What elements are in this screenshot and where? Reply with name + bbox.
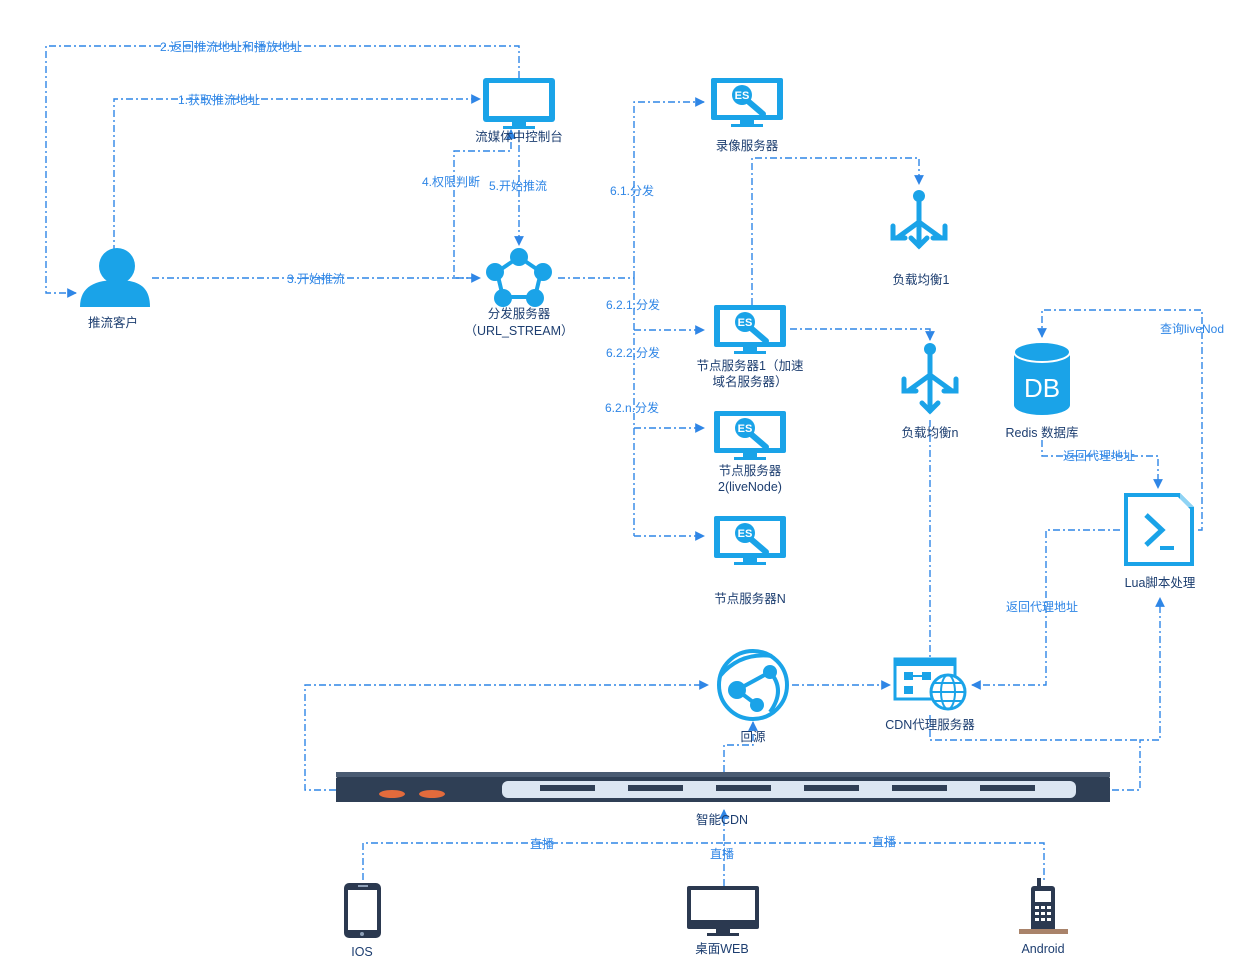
- edge-label-live-android: 直播: [872, 835, 896, 849]
- edge-labels: 2.返回推流地址和播放地址 1.获取推流地址 3.开始推流 4.权限判断 5.开…: [160, 39, 1224, 861]
- edges: [45, 45, 1203, 886]
- desktop-icon: [687, 886, 759, 936]
- svg-text:ES: ES: [738, 317, 753, 329]
- es-monitor-icon: ES: [711, 78, 783, 127]
- node-android: Android: [1019, 878, 1068, 956]
- edge-live-ios: [362, 842, 724, 880]
- edge-label-dispatch-61: 6.1.分发: [610, 183, 654, 198]
- edge-cdn-lua: [1112, 597, 1165, 791]
- label-android: Android: [1021, 942, 1064, 956]
- node-record-server: ES 录像服务器: [711, 78, 783, 153]
- label-server-1-sub: 域名服务器）: [712, 374, 787, 389]
- network-cluster-icon: [486, 248, 552, 307]
- node-smart-cdn: 智能CDN: [336, 772, 1110, 827]
- svg-text:ES: ES: [738, 528, 753, 540]
- edge-label-live-web: 直播: [710, 847, 734, 861]
- edge-live-android: [724, 842, 1045, 880]
- node-dispatcher: 分发服务器 （URL_STREAM）: [464, 248, 574, 338]
- edge-label-dispatch-622: 6.2.2.分发: [606, 345, 660, 360]
- label-dispatcher: 分发服务器: [488, 306, 551, 321]
- edge-label-get-push-address: 1.获取推流地址: [178, 93, 260, 107]
- edge-label-dispatch-621: 6.2.1.分发: [606, 297, 660, 312]
- edge-label-dispatch-62n: 6.2.n.分发: [605, 400, 659, 415]
- label-cdn-proxy: CDN代理服务器: [885, 717, 975, 732]
- monitor-icon: [483, 78, 555, 129]
- user-icon: [80, 248, 150, 307]
- edge-return-addresses: [45, 45, 520, 298]
- cdn-proxy-icon: [893, 657, 967, 711]
- node-console: 流媒体中控制台: [475, 78, 563, 144]
- node-redis: DB Redis 数据库: [1006, 341, 1079, 440]
- label-redis: Redis 数据库: [1006, 425, 1079, 440]
- es-monitor-icon: ES: [714, 516, 786, 565]
- label-console: 流媒体中控制台: [475, 129, 563, 144]
- label-dispatcher-sub: （URL_STREAM）: [464, 324, 573, 338]
- node-lua: Lua脚本处理: [1124, 493, 1196, 590]
- label-lua: Lua脚本处理: [1125, 575, 1196, 590]
- edge-label-query-livenode: 查询liveNod: [1160, 322, 1224, 336]
- edge-node1-lbn: [790, 328, 935, 341]
- load-balancer-icon: [901, 343, 959, 415]
- edge-label-return-proxy-2: 返回代理地址: [1006, 600, 1078, 614]
- node-push-client: 推流客户: [80, 248, 150, 330]
- svg-text:ES: ES: [735, 90, 750, 102]
- node-load-balancer-1: 负载均衡1: [890, 190, 950, 287]
- edge-label-return-proxy-1: 返回代理地址: [1063, 449, 1135, 463]
- edge-label-live-ios: 直播: [530, 837, 554, 851]
- node-ios: IOS: [344, 883, 381, 959]
- database-icon: DB: [1013, 341, 1071, 415]
- edge-cdnproxy-lua: [929, 715, 1140, 741]
- label-server-2-sub: 2(liveNode): [718, 480, 782, 494]
- edge-lua-return-cdnproxy: [971, 529, 1120, 690]
- label-load-balancer-1: 负载均衡1: [893, 273, 950, 287]
- cellphone-icon: [1019, 878, 1068, 934]
- node-server-n: ES 节点服务器N: [714, 516, 786, 606]
- edge-label-return-addresses: 2.返回推流地址和播放地址: [160, 39, 302, 54]
- edge-cdn-origin-left: [304, 680, 709, 791]
- label-origin: 回源: [740, 730, 766, 744]
- node-desktop-web: 桌面WEB: [687, 886, 759, 956]
- es-monitor-icon: ES: [714, 305, 786, 354]
- node-origin: 回源: [717, 649, 789, 744]
- phone-icon: [344, 883, 381, 938]
- node-load-balancer-n: 负载均衡n: [901, 343, 959, 440]
- label-load-balancer-n: 负载均衡n: [902, 426, 959, 440]
- label-push-client: 推流客户: [88, 315, 138, 330]
- edge-get-push-address: [113, 94, 481, 252]
- edge-lua-query-redis: [1037, 309, 1203, 531]
- edge-redis-return-lua: [1041, 440, 1163, 489]
- es-monitor-icon: ES: [714, 411, 786, 460]
- script-icon: [1124, 493, 1194, 566]
- edge-label-permission-check: 4.权限判断: [422, 174, 480, 189]
- switch-device-icon: [336, 772, 1110, 802]
- label-smart-cdn: 智能CDN: [696, 812, 748, 827]
- edge-permission-check: [453, 129, 516, 279]
- label-db: DB: [1024, 373, 1060, 403]
- node-server-1: ES 节点服务器1（加速 域名服务器）: [697, 305, 804, 389]
- label-record-server: 录像服务器: [716, 138, 779, 153]
- load-balancer-icon: [890, 190, 948, 250]
- edge-label-start-push-2: 5.开始推流: [489, 179, 547, 193]
- label-server-2: 节点服务器: [719, 463, 782, 478]
- label-desktop-web: 桌面WEB: [695, 942, 748, 956]
- edge-cdn-origin-center: [723, 721, 758, 772]
- web-network-icon: [717, 649, 789, 721]
- node-server-2: ES 节点服务器 2(liveNode): [714, 411, 786, 494]
- svg-text:ES: ES: [738, 423, 753, 435]
- edge-dispatch-record: [633, 97, 705, 278]
- label-server-n: 节点服务器N: [714, 591, 786, 606]
- label-ios: IOS: [351, 945, 373, 959]
- edge-record-lb1: [751, 157, 924, 320]
- edge-label-start-push: 3.开始推流: [287, 272, 345, 286]
- label-server-1: 节点服务器1（加速: [697, 358, 804, 373]
- node-cdn-proxy: CDN代理服务器: [885, 657, 975, 732]
